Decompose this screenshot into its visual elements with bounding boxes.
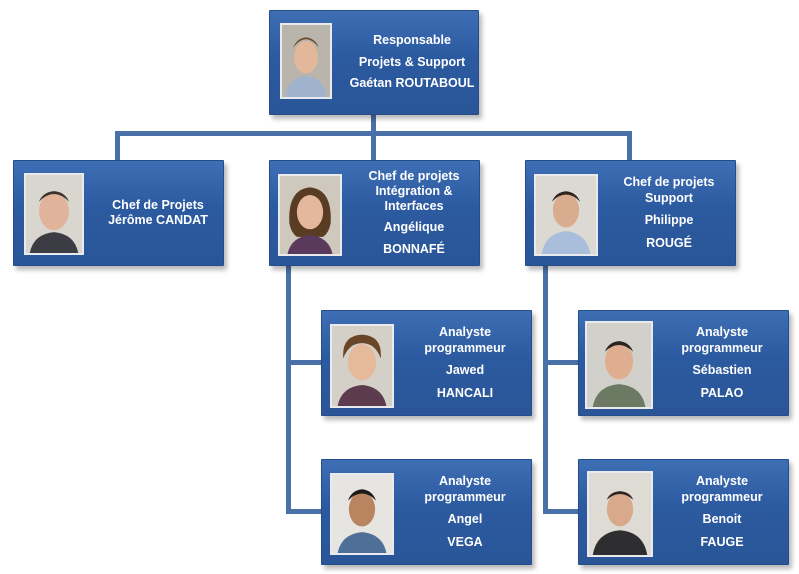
org-node-vega: Analyste programmeur Angel VEGA [321,459,532,565]
connector-hancali-branch [286,360,322,365]
connector-root-down [371,113,376,134]
person-last-name: FAUGE [700,534,744,549]
person-first-name: Philippe [644,213,694,227]
person-last-name: BONNAFÉ [383,242,445,256]
portrait-photo [280,23,332,99]
org-node-palao: Analyste programmeur Sébastien PALAO [578,310,789,416]
portrait-photo [534,174,598,256]
person-last-name: HANCALI [436,385,494,400]
role-title: programmeur [424,340,506,355]
node-text: Analyste programmeur Sébastien PALAO [655,315,789,411]
portrait-photo [330,473,394,555]
portrait-photo [278,174,342,256]
role-title: programmeur [424,489,506,504]
role-title: Chef de projets [368,169,460,183]
role-title: Analyste [695,474,749,488]
org-node-hancali: Analyste programmeur Jawed HANCALI [321,310,532,416]
portrait-photo [330,324,394,408]
role-title: Analyste [438,325,492,339]
person-last-name: VEGA [447,534,483,549]
connector-vega-branch [286,509,322,514]
node-text: Chef de projets Support Philippe ROUGÉ [602,163,736,263]
role-title: programmeur [681,489,763,504]
org-node-routaboul: Responsable Projets & Support Gaétan ROU… [269,10,479,115]
org-node-bonnafe: Chef de projets Intégration & Interfaces… [269,160,480,266]
node-text: Responsable Projets & Support Gaétan ROU… [342,11,482,114]
person-first-name: Jawed [445,363,485,377]
connector-rouge-drop [627,131,632,160]
connector-fauge-branch [543,509,579,514]
node-text: Chef de projets Intégration & Interfaces… [346,163,482,263]
role-title: Analyste [438,474,492,488]
org-node-candat: Chef de Projets Jérôme CANDAT [13,160,224,266]
node-text: Analyste programmeur Benoit FAUGE [655,464,789,560]
person-last-name: ROUGÉ [646,235,692,250]
node-text: Analyste programmeur Jawed HANCALI [398,315,532,411]
portrait-photo [587,471,653,557]
person-first-name: Angel [447,512,483,526]
connector-bonnafe-drop [371,131,376,160]
person-name: Gaétan ROUTABOUL [349,76,475,91]
role-title: Interfaces [384,199,444,213]
node-text: Chef de Projets Jérôme CANDAT [88,161,228,265]
connector-rouge-trunk [543,264,548,513]
node-text: Analyste programmeur Angel VEGA [398,464,532,560]
role-title: Chef de Projets [112,197,204,212]
connector-candat-drop [115,131,120,160]
role-title: Support [645,190,693,205]
person-first-name: Benoit [702,512,742,526]
role-title: Intégration & [375,184,453,198]
person-first-name: Sébastien [692,363,752,377]
role-title: Responsable [373,33,451,48]
role-title: Projets & Support [358,54,466,69]
portrait-photo [24,173,84,255]
role-title: programmeur [681,340,763,355]
role-title: Analyste [695,325,749,339]
person-first-name: Angélique [383,220,445,234]
connector-palao-branch [543,360,579,365]
org-node-rouge: Chef de projets Support Philippe ROUGÉ [525,160,736,266]
org-node-fauge: Analyste programmeur Benoit FAUGE [578,459,789,565]
role-title: Chef de projets [623,175,715,189]
person-last-name: PALAO [700,385,744,400]
portrait-photo [585,321,653,409]
person-name: Jérôme CANDAT [108,213,208,227]
connector-bonnafe-trunk [286,264,291,513]
